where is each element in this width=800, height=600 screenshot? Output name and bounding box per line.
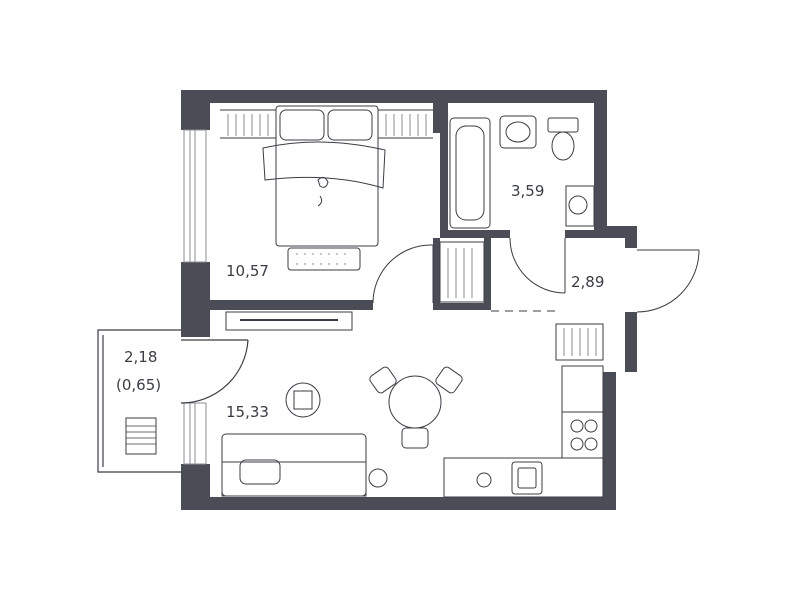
living-area-label: 15,33 xyxy=(226,403,269,421)
balcony xyxy=(97,329,249,473)
balcony-area-label: 2,18 xyxy=(124,348,157,366)
bathroom-fixtures xyxy=(449,115,595,294)
bedroom-area-label: 10,57 xyxy=(226,262,269,280)
balcony-reduced-area-label: (0,65) xyxy=(116,376,161,394)
bedroom-furniture xyxy=(220,105,434,331)
bathroom-area-label: 3,59 xyxy=(511,182,544,200)
windows xyxy=(183,129,207,465)
hall-closet xyxy=(439,241,700,361)
hallway-area-label: 2,89 xyxy=(571,273,604,291)
area-labels: 10,57 3,59 2,89 15,33 2,18 (0,65) xyxy=(116,182,604,421)
living-furniture xyxy=(221,365,604,498)
walls xyxy=(181,90,637,510)
